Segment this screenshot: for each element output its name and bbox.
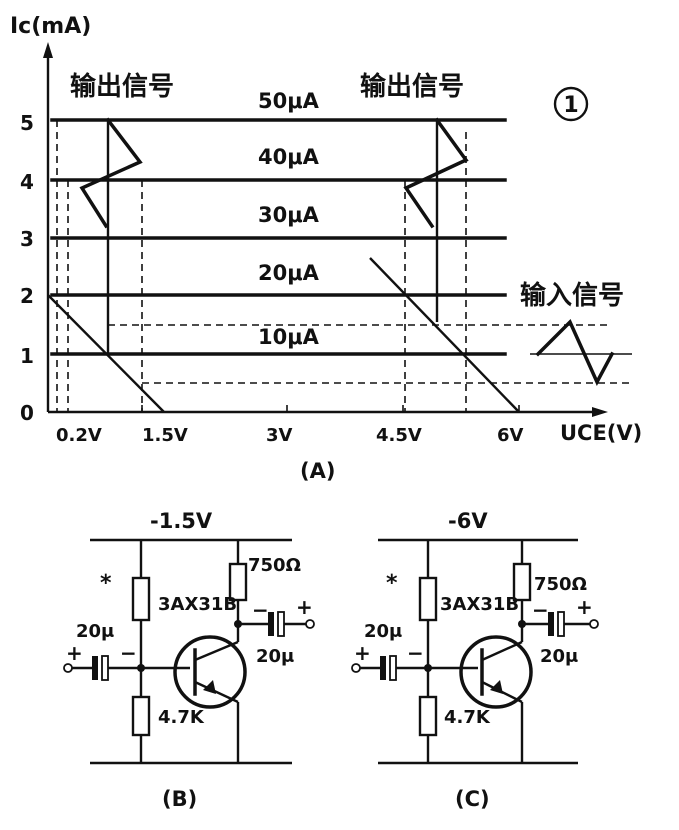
curve-label: 40μA — [258, 145, 320, 169]
output-cap-minus: − — [252, 598, 269, 622]
supply-voltage: -6V — [448, 509, 488, 533]
input-signal-label: 输入信号 — [520, 280, 624, 311]
output-cap-plus: + — [296, 595, 313, 619]
y-axis-arrow — [43, 42, 53, 58]
input-cap-minus: − — [120, 641, 137, 665]
input-cap-plate — [380, 656, 386, 680]
input-terminal — [63, 663, 73, 673]
x-tick-label: 3V — [266, 425, 293, 446]
input-cap-plus: + — [66, 641, 83, 665]
x-axis-label: UCE(V) — [560, 421, 642, 445]
input-cap-plus: + — [354, 641, 371, 665]
transistor-emitter — [194, 680, 239, 704]
load-line-6v — [369, 257, 520, 413]
output-cap-plate — [557, 611, 565, 637]
bias-resistor — [131, 576, 151, 622]
figure-number-badge — [553, 86, 589, 122]
base-resistor — [418, 695, 438, 737]
figure-number: 1 — [563, 93, 578, 118]
output-characteristic-graph: Ic(mA) UCE(V) 0 1 2 3 4 5 0.2V 1.5V 3V 4… — [10, 14, 642, 483]
output-cap-label: 20μ — [540, 646, 578, 667]
input-cap-plate — [101, 655, 109, 681]
input-cap-plate — [389, 655, 397, 681]
circuit-b-caption: (B) — [162, 787, 197, 811]
output-cap-plate — [268, 612, 274, 636]
input-cap-label: 20μ — [76, 621, 114, 642]
curve-label: 50μA — [258, 89, 320, 113]
y-tick-label: 4 — [20, 170, 34, 194]
circuit-c: -6V * 4.7K + − 20μ 3AX31B 750Ω — [351, 509, 599, 811]
input-terminal — [351, 663, 361, 673]
y-tick-label: 5 — [20, 111, 34, 135]
emitter-arrow — [203, 680, 216, 694]
curve-label: 10μA — [258, 325, 320, 349]
x-tick-label: 0.2V — [56, 425, 102, 446]
output-signal-label-left: 输出信号 — [70, 71, 174, 102]
y-tick-labels: 0 1 2 3 4 5 — [20, 111, 34, 425]
y-axis-label: Ic(mA) — [10, 14, 91, 39]
curve-label: 30μA — [258, 203, 320, 227]
transistor-label: 3AX31B — [158, 594, 237, 615]
input-cap-label: 20μ — [364, 621, 402, 642]
output-cap-label: 20μ — [256, 646, 294, 667]
x-tick-labels: 0.2V 1.5V 3V 4.5V 6V — [56, 425, 524, 446]
transistor-body — [173, 635, 247, 709]
adjust-mark: * — [386, 571, 398, 596]
curve-label: 20μA — [258, 261, 320, 285]
transistor-collector — [481, 640, 523, 662]
y-tick-label: 3 — [20, 227, 34, 251]
adjust-mark: * — [100, 571, 112, 596]
collector-resistor-label: 750Ω — [248, 555, 301, 576]
x-tick-label: 6V — [497, 425, 524, 446]
output-cap-plate — [277, 611, 285, 637]
output-signal-wave-right — [403, 117, 469, 229]
output-signal-label-right: 输出信号 — [360, 71, 464, 102]
output-cap-minus: − — [532, 598, 549, 622]
supply-voltage: -1.5V — [150, 509, 213, 533]
collector-resistor-label: 750Ω — [534, 574, 587, 595]
curve-labels: 50μA 40μA 30μA 20μA 10μA — [258, 89, 320, 349]
output-terminal — [305, 619, 315, 629]
x-axis-arrow — [592, 407, 608, 417]
base-resistor-label: 4.7K — [444, 707, 491, 728]
graph-caption: (A) — [300, 459, 335, 483]
output-terminal — [589, 619, 599, 629]
input-cap-plate — [92, 656, 98, 680]
emitter-arrow — [490, 680, 503, 694]
output-cap-plus: + — [576, 595, 593, 619]
transistor-body — [459, 635, 533, 709]
base-resistor-label: 4.7K — [158, 707, 205, 728]
input-signal-wave — [535, 318, 615, 386]
x-tick-label: 4.5V — [376, 425, 422, 446]
x-tick-label: 1.5V — [142, 425, 188, 446]
output-signal-wave-left — [79, 117, 143, 229]
y-tick-label: 2 — [20, 284, 34, 308]
circuit-b: -1.5V * 4.7K + − 20μ 3AX31B — [63, 509, 315, 811]
bias-resistor — [418, 576, 438, 622]
y-tick-label: 1 — [20, 344, 34, 368]
circuit-c-caption: (C) — [455, 787, 490, 811]
transistor-label: 3AX31B — [440, 594, 519, 615]
transistor-collector — [194, 640, 239, 662]
input-cap-minus: − — [407, 641, 424, 665]
y-tick-label: 0 — [20, 401, 34, 425]
output-cap-plate — [548, 612, 554, 636]
base-resistor — [131, 695, 151, 737]
